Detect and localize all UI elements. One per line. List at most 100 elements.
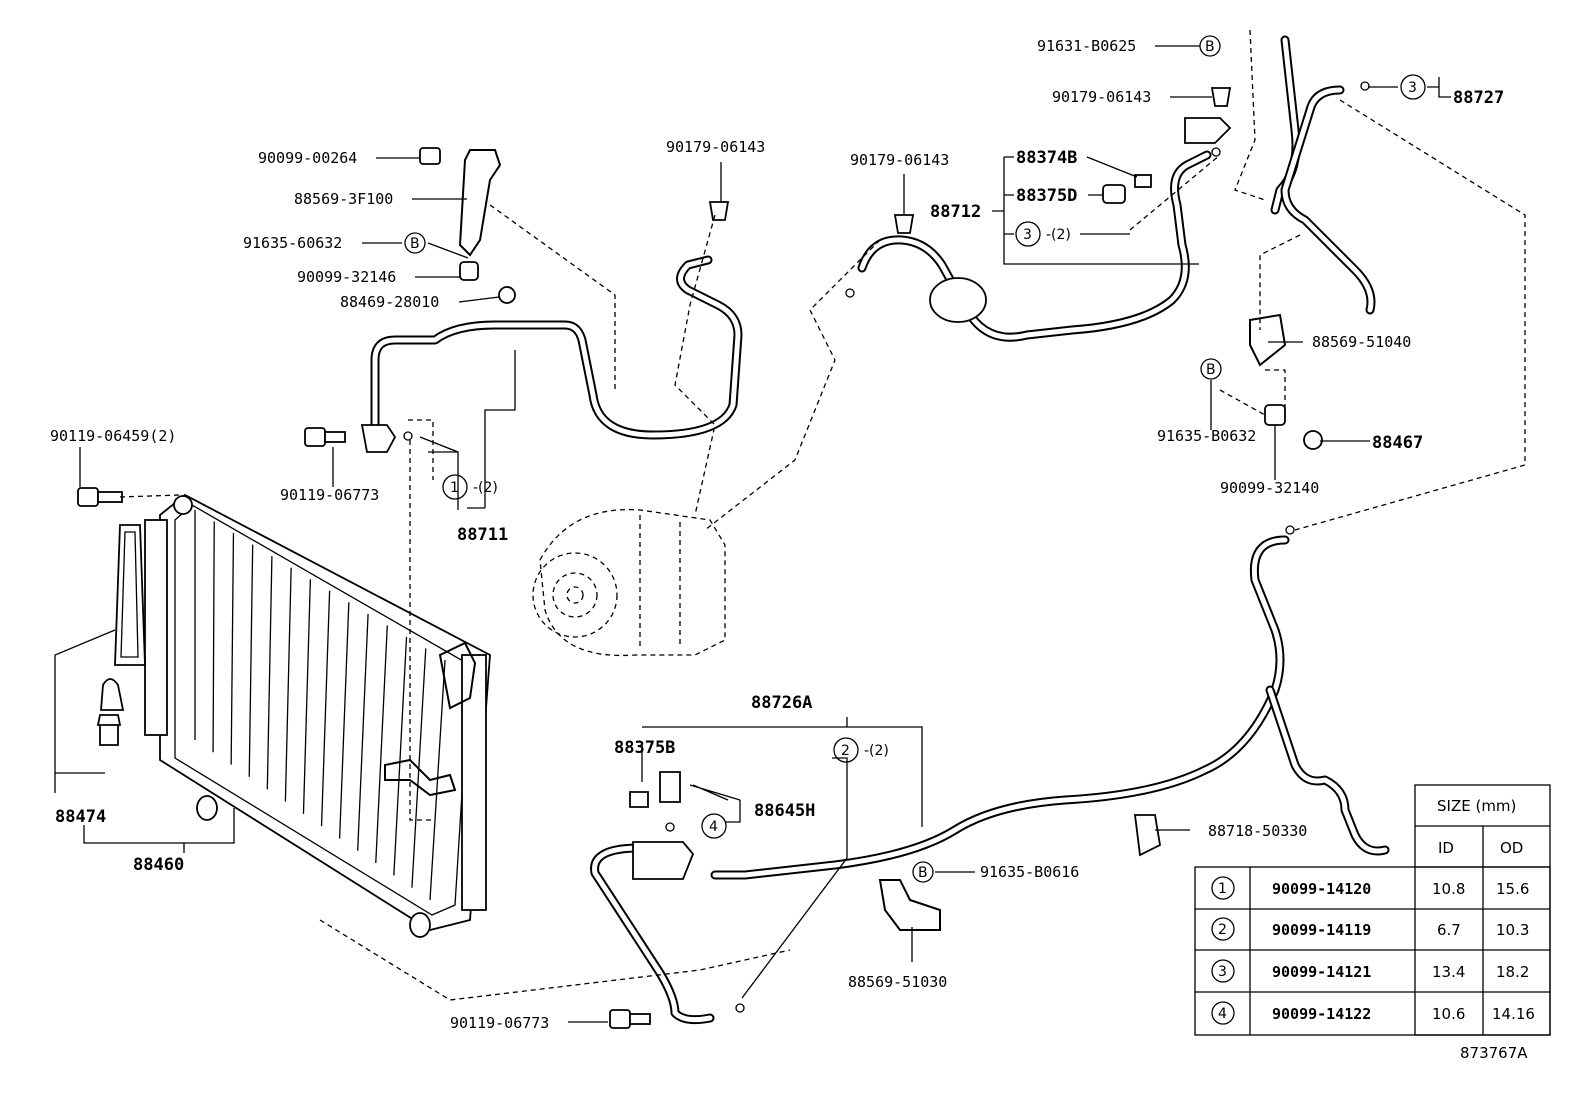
label-90179-06143-c: 90179-06143	[1052, 88, 1151, 106]
bolt-90099-00264	[419, 147, 441, 165]
switch-88645H	[659, 771, 681, 803]
label-88375D: 88375D	[1016, 186, 1077, 206]
label-88569-3F100: 88569-3F100	[294, 190, 393, 208]
ref-circle-3	[1015, 221, 1041, 247]
reference-circles: B B B B 1 -(2) 2 -(2) 3 -(2) 3 4	[404, 35, 1426, 883]
o-ring	[665, 822, 675, 832]
col-od: OD	[1500, 839, 1523, 857]
condenser-mount-bottom-right	[409, 912, 431, 938]
leader-lines	[54, 45, 1451, 1023]
bolt-shank-a	[324, 431, 346, 443]
condenser-fin-line	[212, 521, 215, 753]
suction-hose-88712	[857, 117, 1232, 342]
ref-circle-3	[1400, 74, 1426, 100]
row-part: 90099-14120	[1272, 880, 1371, 898]
row-id: 13.4	[1432, 963, 1465, 981]
condenser-receiver-tank	[461, 654, 487, 911]
label-88712: 88712	[930, 202, 981, 222]
row-id: 10.6	[1432, 1005, 1465, 1023]
pressure-block	[632, 841, 695, 880]
condenser-88460	[144, 493, 491, 938]
bracket-88569-51030	[878, 879, 941, 931]
label-88726A: 88726A	[751, 693, 812, 713]
nut-90179-06143-b	[893, 214, 915, 234]
liquid-pipe-88726A	[590, 535, 1390, 1025]
condenser-fins	[194, 510, 446, 901]
row-ref: 1	[1218, 881, 1227, 897]
row-od: 15.6	[1496, 880, 1529, 898]
condenser-fin-line	[320, 590, 331, 827]
condenser-fin-line	[429, 659, 446, 901]
condenser-fitting-top	[438, 641, 477, 710]
bushing-90099-32140	[1264, 404, 1286, 426]
ref-circle-b	[1199, 35, 1221, 57]
row-id: 10.8	[1432, 880, 1465, 898]
ref-b-text: B	[918, 865, 928, 881]
bracket-88569-3F100	[458, 149, 502, 257]
label-88727: 88727	[1453, 88, 1504, 108]
condenser-mount-bottom	[196, 795, 218, 821]
condenser-fin-line	[375, 625, 388, 864]
row-part: 90099-14121	[1272, 963, 1371, 981]
ref-b-text: B	[1206, 362, 1216, 378]
row-part: 90099-14119	[1272, 921, 1371, 939]
label-90119-06773-a: 90119-06773	[280, 486, 379, 504]
ref-3-text: 3	[1408, 80, 1417, 96]
bolt-shank-b	[629, 1013, 651, 1025]
ref-1-text: 1	[450, 480, 459, 496]
o-ring	[1360, 81, 1370, 91]
bracket-88569-51040	[1249, 313, 1287, 367]
label-88569-51040: 88569-51040	[1312, 333, 1411, 351]
label-88460: 88460	[133, 855, 184, 875]
ref-circle-b	[912, 861, 934, 883]
size-header: SIZE (mm)	[1437, 797, 1516, 815]
bolt-90119-06459	[77, 487, 123, 507]
row-od: 10.3	[1496, 921, 1529, 939]
o-ring	[845, 288, 855, 298]
condenser-fin-line	[230, 533, 235, 765]
label-88375B: 88375B	[614, 738, 675, 758]
o-ring	[1285, 525, 1295, 535]
condenser-fin-line	[393, 636, 408, 876]
ref-2-text: 2	[841, 743, 850, 759]
col-id: ID	[1438, 839, 1454, 857]
label-90179-06143-a: 90179-06143	[666, 138, 765, 156]
row-ref: 3	[1218, 964, 1227, 980]
label-90099-00264: 90099-00264	[258, 149, 357, 167]
collar-88467	[1303, 430, 1323, 450]
ref-circle-b	[1200, 358, 1222, 380]
ref-circle-1	[442, 474, 468, 500]
condenser-mount-top	[173, 495, 193, 515]
condenser-fin-line	[248, 544, 254, 777]
label-90119-06773-b: 90119-06773	[450, 1014, 549, 1032]
row-id: 6.7	[1437, 921, 1461, 939]
size-table: SIZE (mm) ID OD 1 90099-14120 10.8 15.6 …	[1194, 784, 1551, 1036]
bushing-90099-32146	[459, 261, 479, 281]
label-91635-B0616: 91635-B0616	[980, 863, 1079, 881]
bolt-90119-06773-a	[304, 427, 326, 447]
discharge-hose-88711	[360, 255, 743, 453]
label-91635-60632: 91635-60632	[243, 234, 342, 252]
ref-3-text: 3	[1023, 227, 1032, 243]
mount-part	[96, 714, 122, 746]
label-88469-28010: 88469-28010	[340, 293, 439, 311]
label-88718-50330: 88718-50330	[1208, 822, 1307, 840]
pipe-88727	[1270, 35, 1376, 315]
row-ref: 4	[1218, 1006, 1227, 1022]
condenser-fin-line	[302, 579, 312, 814]
row-od: 18.2	[1496, 963, 1529, 981]
valve-core-88374B	[1134, 174, 1152, 188]
o-ring	[1211, 147, 1221, 157]
cushion-part	[100, 678, 125, 711]
cap-88375B	[629, 791, 649, 808]
ref-b-text: B	[410, 236, 420, 252]
condenser-fin-line	[338, 602, 350, 839]
condenser-side-tank	[144, 519, 168, 736]
row-ref: 2	[1218, 922, 1227, 938]
suction-fitting	[1184, 117, 1232, 144]
label-90099-32146: 90099-32146	[297, 268, 396, 286]
assembly-lines	[119, 29, 1526, 1001]
ref-4-text: 4	[709, 819, 718, 835]
o-ring	[403, 431, 413, 441]
